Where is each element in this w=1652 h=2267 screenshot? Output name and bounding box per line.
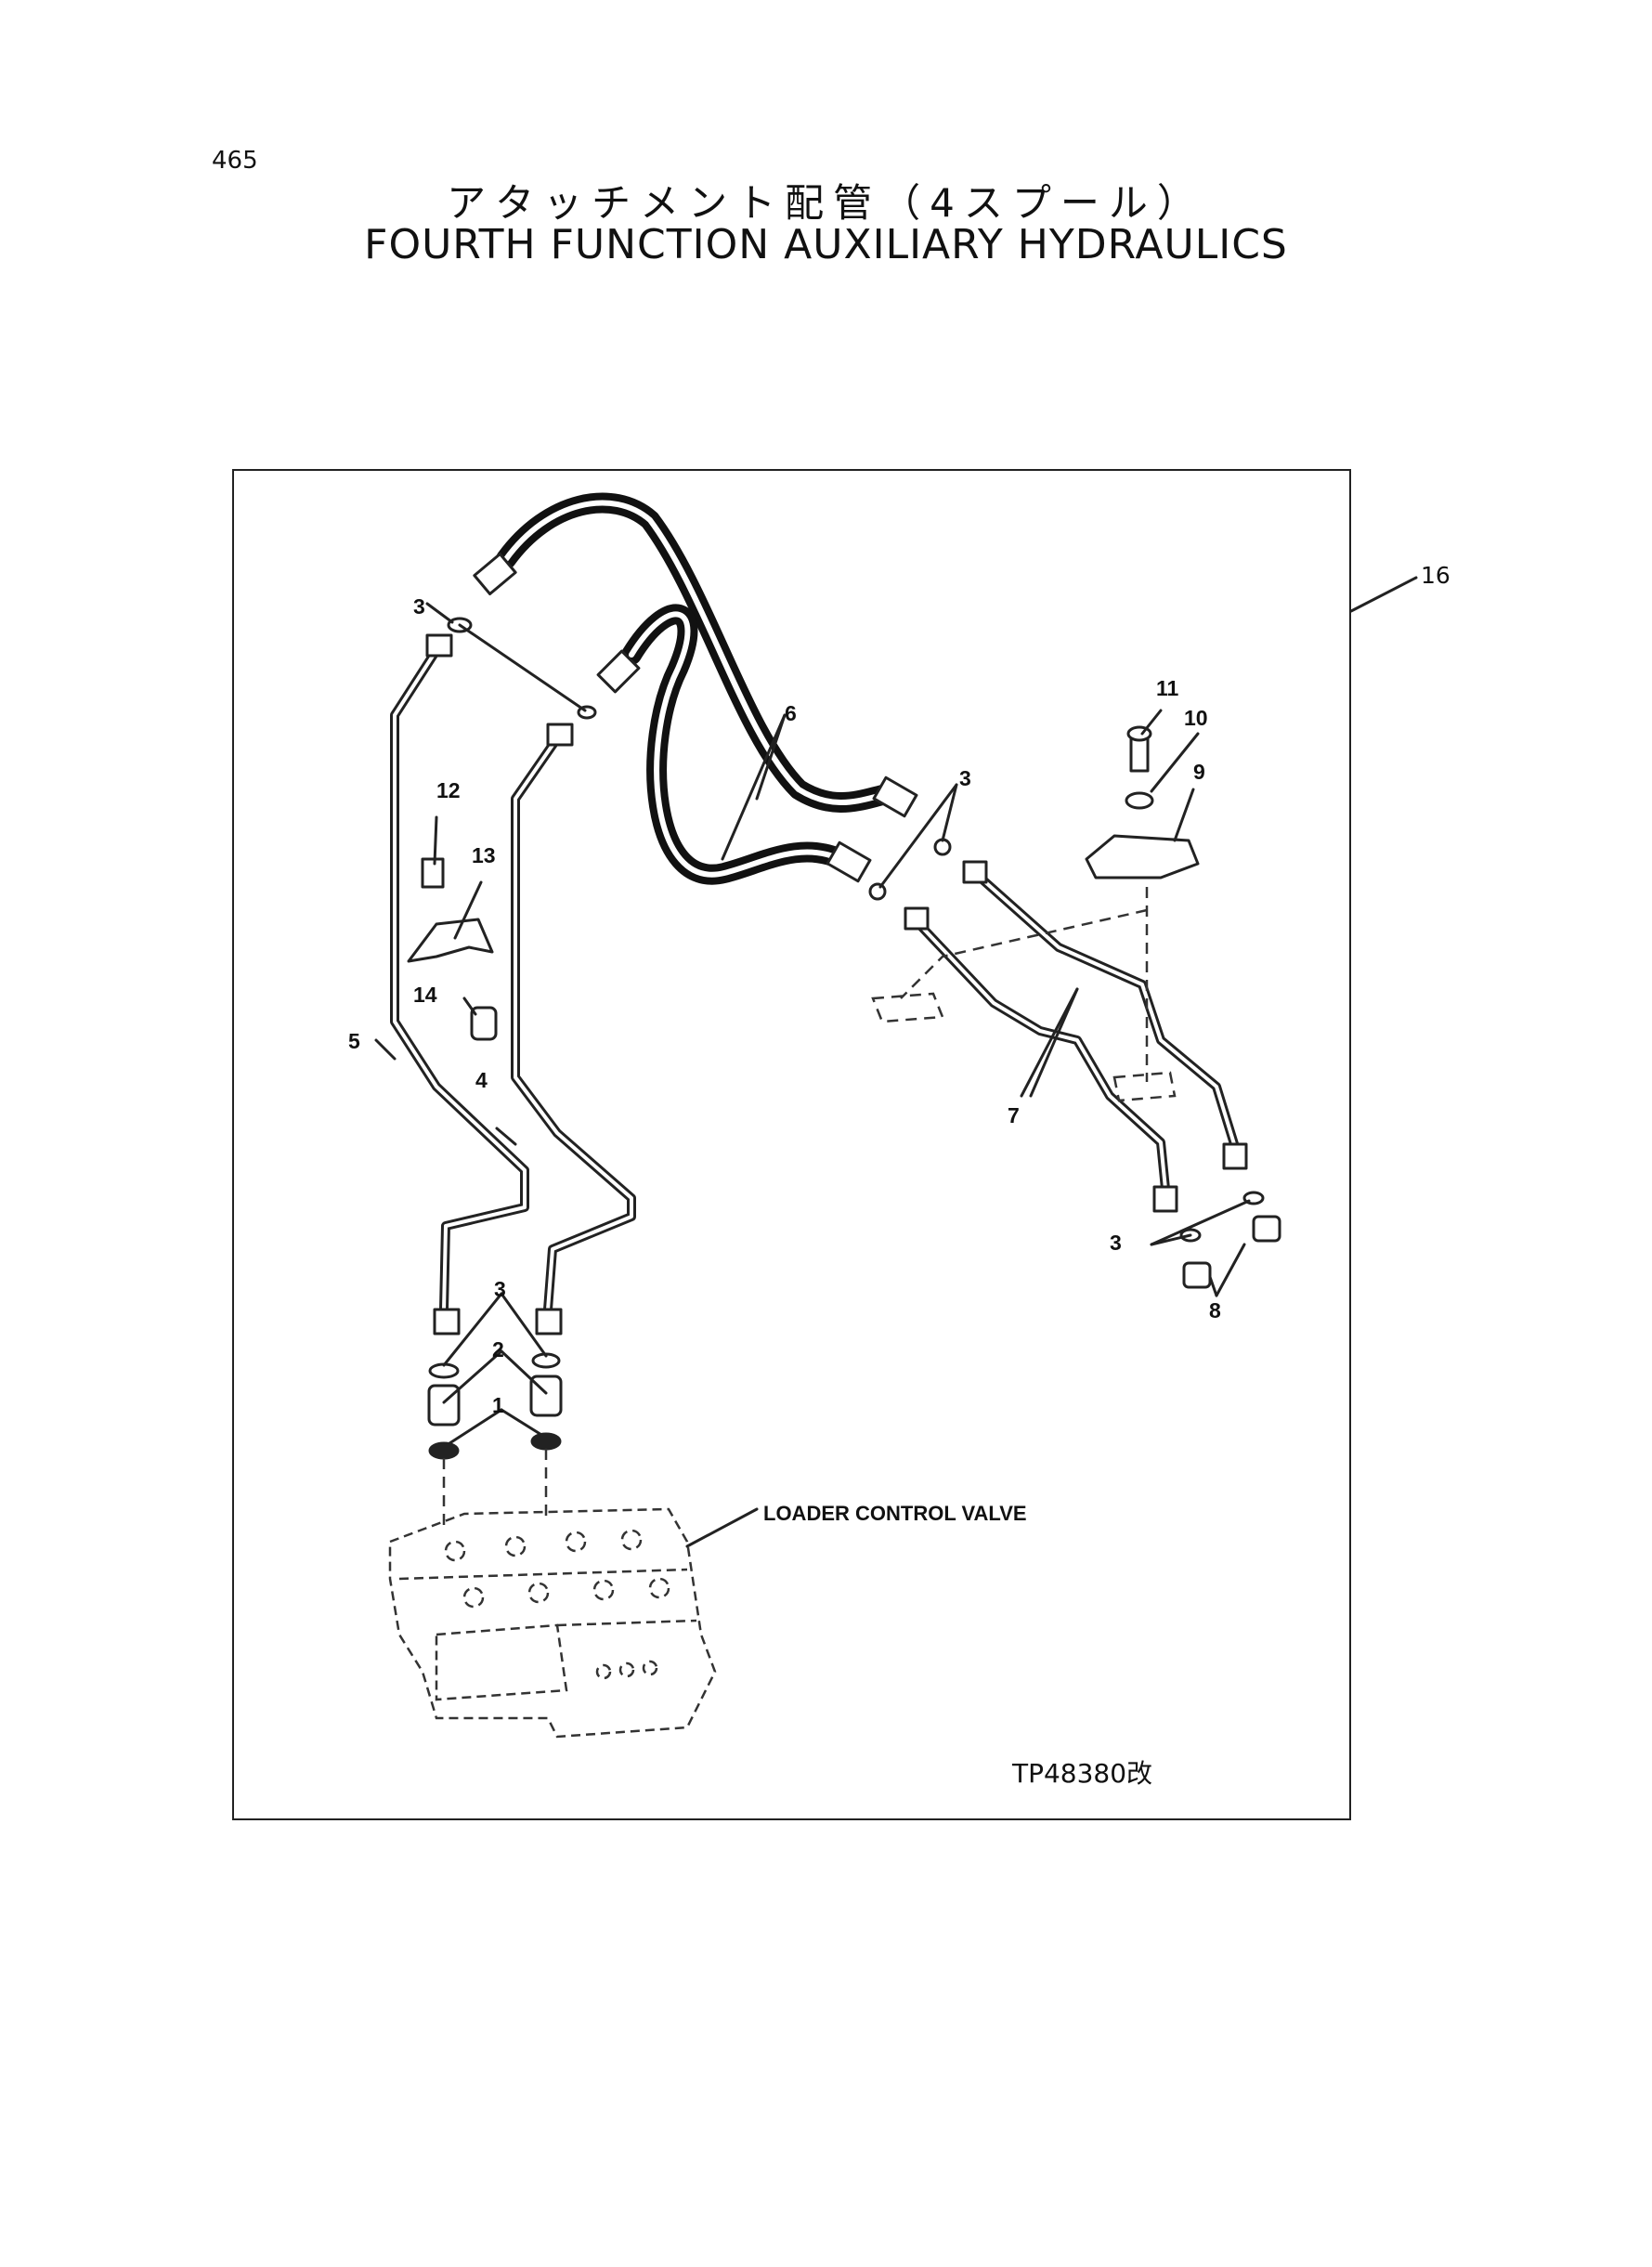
- diagram-frame: [232, 469, 1351, 1820]
- callout-9: 9: [1193, 760, 1205, 784]
- callout-13: 13: [472, 843, 496, 867]
- callout-4: 4: [475, 1068, 488, 1092]
- loader-control-valve: [388, 1507, 717, 1739]
- clamp-13: [407, 918, 494, 963]
- callout-2: 2: [492, 1337, 504, 1362]
- title-english: FOURTH FUNCTION AUXILIARY HYDRAULICS: [364, 221, 1288, 268]
- callout-3-right: 3: [959, 766, 971, 790]
- callout-7: 7: [1008, 1103, 1020, 1127]
- callout-6: 6: [785, 701, 797, 725]
- valve-label: LOADER CONTROL VALVE: [763, 1502, 1027, 1525]
- clamp-9: [1085, 834, 1200, 879]
- callout-11: 11: [1156, 676, 1179, 700]
- hose-upper: [496, 492, 897, 813]
- callout-10: 10: [1184, 706, 1208, 730]
- page-number: 465: [212, 147, 258, 175]
- callout-3-valve: 3: [494, 1277, 506, 1301]
- callout-12: 12: [436, 778, 461, 802]
- callout-5: 5: [348, 1029, 360, 1053]
- figure-id: TP48380改: [1012, 1758, 1153, 1789]
- callout-8: 8: [1209, 1298, 1221, 1322]
- assembly-callout-16: 16: [1421, 562, 1450, 589]
- callout-14: 14: [413, 983, 437, 1007]
- callout-1: 1: [492, 1393, 504, 1417]
- hose-lower: [621, 604, 851, 885]
- callout-3-lower-right: 3: [1110, 1231, 1122, 1255]
- assembly-leader: [1349, 576, 1418, 613]
- callout-3-upper-left: 3: [413, 594, 425, 619]
- title-japanese: アタッチメント配管（4スプール）: [447, 180, 1205, 226]
